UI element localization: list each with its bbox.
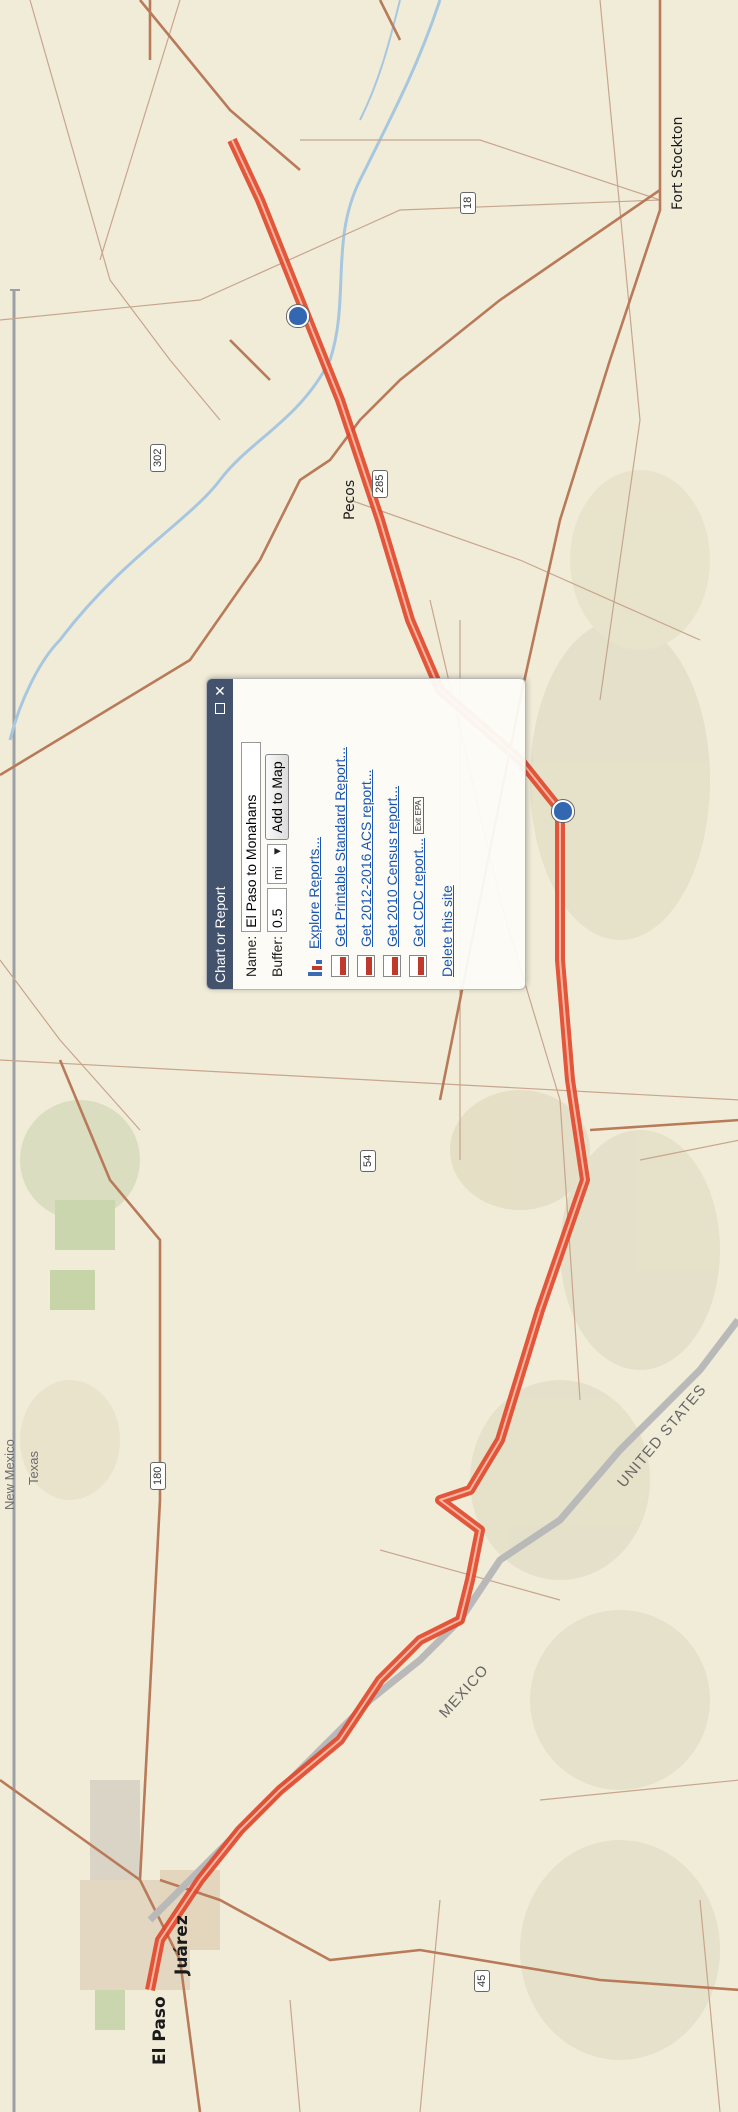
dropdown-arrow-icon: ▾: [269, 848, 284, 855]
cdc-report-link[interactable]: Get CDC report...: [410, 838, 426, 947]
maximize-icon[interactable]: [212, 702, 228, 714]
unit-select[interactable]: mi ▾: [267, 844, 287, 884]
unit-value: mi: [269, 866, 285, 880]
city-label-pecos: Pecos: [342, 479, 358, 520]
route-highlight: [145, 137, 590, 1991]
pecos-river: [8, 0, 442, 741]
buffer-row: Buffer: mi ▾ Add to Map: [265, 691, 289, 977]
route-shield-54: 54: [360, 1149, 376, 1172]
city-label-juarez: Juárez: [172, 1915, 192, 1975]
printable-standard-report-link[interactable]: Get Printable Standard Report...: [332, 747, 348, 947]
buffer-label: Buffer:: [269, 936, 285, 977]
list-item: Get 2010 Census report...: [379, 691, 405, 977]
region-label-texas: Texas: [26, 1451, 41, 1485]
acs-report-link[interactable]: Get 2012-2016 ACS report...: [358, 769, 374, 947]
buffer-input[interactable]: [267, 888, 287, 932]
list-item: Get 2012-2016 ACS report...: [353, 691, 379, 977]
chart-or-report-popup: Chart or Report ✕ Name: Buffer: mi ▾ Add…: [206, 678, 526, 990]
close-icon[interactable]: ✕: [211, 685, 228, 697]
explore-reports-link[interactable]: Explore Reports...: [306, 836, 322, 949]
popup-title: Chart or Report: [212, 886, 228, 983]
name-row: Name:: [241, 691, 261, 977]
city-label-fort-stockton: Fort Stockton: [670, 116, 686, 211]
delete-site-link[interactable]: Delete this site: [439, 885, 455, 977]
census-report-link[interactable]: Get 2010 Census report...: [384, 785, 400, 947]
report-links-list: Explore Reports... Get Printable Standar…: [301, 691, 431, 977]
pdf-icon: [383, 955, 401, 977]
route-shield-302: 302: [150, 443, 166, 472]
route-shield-18: 18: [460, 191, 476, 214]
popup-titlebar: Chart or Report ✕: [207, 679, 233, 989]
route-shield-45: 45: [474, 1969, 490, 1992]
pdf-icon: [331, 955, 349, 977]
list-item: Get CDC report... Exit EPA: [405, 691, 431, 977]
name-label: Name:: [243, 935, 259, 977]
route-shield-180: 180: [150, 1461, 166, 1490]
pdf-icon: [357, 955, 375, 977]
region-label-new-mexico: New Mexico: [2, 1439, 17, 1510]
route-shield-285: 285: [372, 469, 388, 498]
interstate-shield-10: [552, 800, 574, 822]
terrain-relief: [20, 470, 720, 2060]
list-item: Get Printable Standard Report...: [327, 691, 353, 977]
exit-epa-badge: Exit EPA: [412, 797, 424, 835]
pdf-icon: [409, 955, 427, 977]
interstate-shield-20: [287, 305, 309, 327]
name-input[interactable]: [241, 741, 261, 932]
city-label-el-paso: El Paso: [150, 1996, 170, 2065]
list-item: Explore Reports...: [301, 691, 327, 977]
bar-chart-icon: [306, 957, 322, 977]
add-to-map-button[interactable]: Add to Map: [265, 754, 289, 840]
